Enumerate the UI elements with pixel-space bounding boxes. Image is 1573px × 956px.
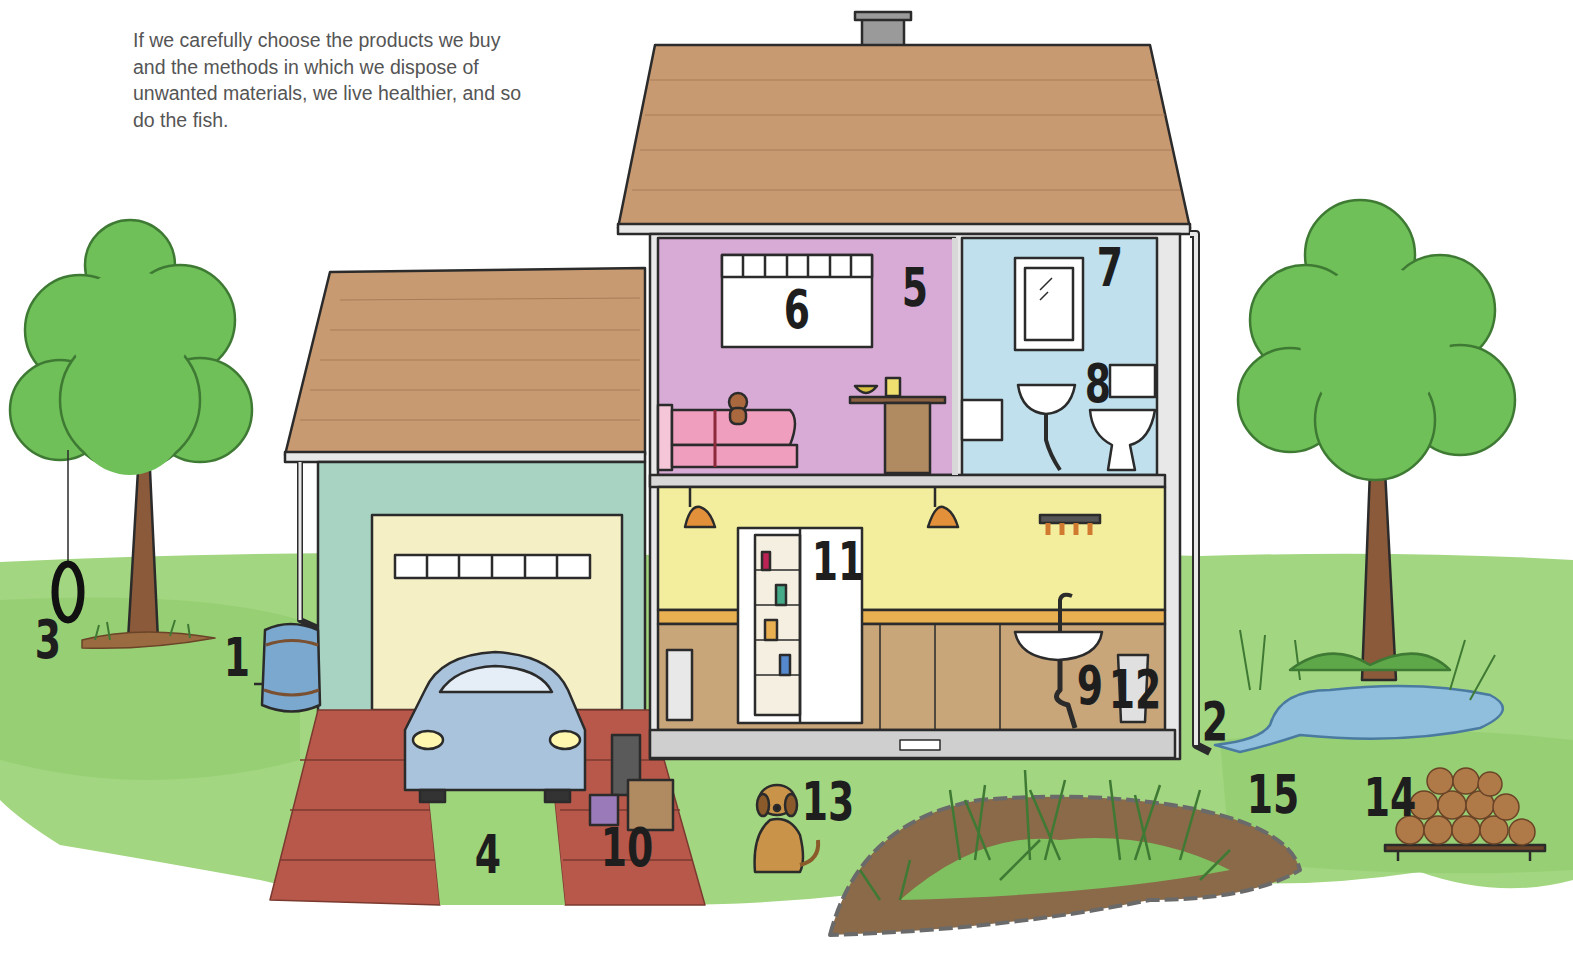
callout-number: 15: [1247, 768, 1300, 822]
callout-number: 8: [1085, 357, 1111, 411]
callout-number: 1: [224, 631, 250, 685]
callout-number: 7: [1097, 241, 1123, 295]
callout-number: 5: [902, 261, 928, 315]
callout-number: 4: [475, 828, 501, 882]
callout-number: 3: [35, 613, 61, 667]
callout-number: 10: [601, 821, 654, 875]
intro-text: If we carefully choose the products we b…: [133, 27, 525, 133]
right-tree: [1238, 200, 1515, 680]
callout-number: 9: [1077, 659, 1103, 713]
pond: [1215, 630, 1503, 752]
rain-barrel: [254, 624, 320, 712]
callout-number: 14: [1364, 771, 1417, 825]
house-body: [650, 234, 1210, 759]
left-tree: [10, 220, 252, 648]
car: [405, 652, 585, 802]
house-roof: [618, 12, 1190, 234]
callout-number: 2: [1202, 695, 1228, 749]
callout-number: 13: [802, 775, 855, 829]
rain-garden: [830, 770, 1300, 935]
callout-number: 6: [784, 283, 810, 337]
callout-number: 11: [812, 535, 865, 589]
callout-number: 12: [1109, 663, 1162, 717]
garage: [285, 268, 645, 712]
lawn: [0, 552, 1573, 905]
